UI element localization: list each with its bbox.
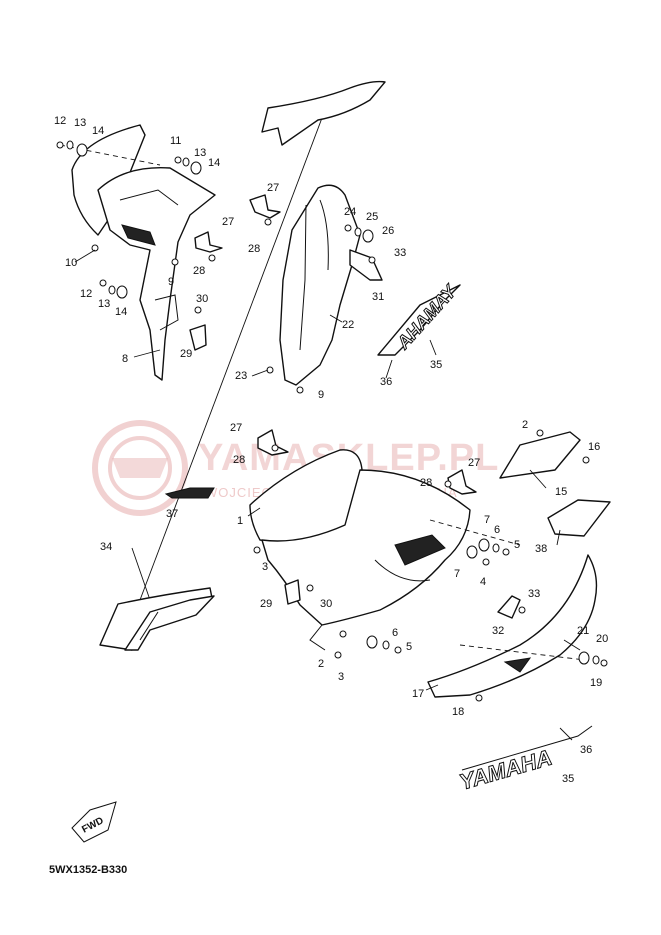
callout-30: 30 bbox=[196, 293, 208, 305]
inner-cowl-22 bbox=[279, 184, 361, 386]
lower-fairing-17 bbox=[427, 554, 598, 698]
callout-6: 6 bbox=[392, 627, 398, 639]
callout-3: 3 bbox=[338, 671, 344, 683]
callout-34: 34 bbox=[100, 541, 112, 553]
callout-26: 26 bbox=[382, 225, 394, 237]
callout-37: 37 bbox=[166, 508, 178, 520]
callout-11: 11 bbox=[170, 135, 181, 147]
callout-15: 15 bbox=[555, 486, 567, 498]
inner-panel-8 bbox=[59, 124, 216, 381]
bracket-29-b bbox=[284, 579, 301, 605]
callout-30: 30 bbox=[320, 598, 332, 610]
decal-37 bbox=[164, 487, 215, 499]
callout-7: 7 bbox=[454, 568, 460, 580]
main-fairing-1 bbox=[249, 449, 521, 651]
fwd-arrow-icon: FWD bbox=[71, 801, 117, 843]
callout-13: 13 bbox=[98, 298, 110, 310]
callout-31: 31 bbox=[372, 291, 384, 303]
sheet-38 bbox=[547, 499, 611, 537]
callout-22: 22 bbox=[342, 319, 354, 331]
bracket-27-b bbox=[194, 231, 223, 253]
callout-29: 29 bbox=[260, 598, 272, 610]
bracket-31 bbox=[349, 249, 383, 281]
side-panel-34-lower bbox=[99, 587, 215, 651]
decal-mirrored-text: AHAMAY bbox=[392, 280, 461, 353]
callout-14: 14 bbox=[92, 125, 104, 137]
callout-12: 12 bbox=[80, 288, 92, 300]
callout-14: 14 bbox=[115, 306, 127, 318]
callout-16: 16 bbox=[588, 441, 600, 453]
callout-5: 5 bbox=[514, 539, 520, 551]
callout-10: 10 bbox=[65, 257, 77, 269]
decal-yamaha-text: YAMAHA bbox=[456, 745, 554, 795]
callout-33: 33 bbox=[528, 588, 540, 600]
callout-32: 32 bbox=[492, 625, 504, 637]
callout-7: 7 bbox=[484, 514, 490, 526]
callout-27: 27 bbox=[230, 422, 242, 434]
callout-28: 28 bbox=[248, 243, 260, 255]
callout-24: 24 bbox=[344, 206, 356, 218]
callout-2: 2 bbox=[522, 419, 528, 431]
callout-27: 27 bbox=[222, 216, 234, 228]
callout-38: 38 bbox=[535, 543, 547, 555]
leader-lines bbox=[74, 249, 581, 741]
bracket-27-a bbox=[249, 194, 281, 219]
callout-6: 6 bbox=[494, 524, 500, 536]
hardware bbox=[56, 140, 608, 702]
callout-35: 35 bbox=[562, 773, 574, 785]
callout-2: 2 bbox=[318, 658, 324, 670]
bracket-27-c bbox=[257, 429, 289, 456]
callout-5: 5 bbox=[406, 641, 412, 653]
callout-21: 21 bbox=[577, 625, 589, 637]
callout-29: 29 bbox=[180, 348, 192, 360]
callout-35: 35 bbox=[430, 359, 442, 371]
callout-18: 18 bbox=[452, 706, 464, 718]
callout-28: 28 bbox=[233, 454, 245, 466]
decal-35-upper: AHAMAY bbox=[377, 280, 462, 356]
callout-13: 13 bbox=[194, 147, 206, 159]
callout-3: 3 bbox=[262, 561, 268, 573]
callout-36: 36 bbox=[580, 744, 592, 756]
callout-27: 27 bbox=[267, 182, 279, 194]
callout-17: 17 bbox=[412, 688, 424, 700]
bracket-29-a bbox=[189, 324, 207, 351]
callout-9: 9 bbox=[168, 276, 174, 288]
callout-33: 33 bbox=[394, 247, 406, 259]
callout-14: 14 bbox=[208, 157, 220, 169]
callout-19: 19 bbox=[590, 677, 602, 689]
callout-1: 1 bbox=[237, 515, 243, 527]
panel-15 bbox=[499, 431, 581, 479]
callout-28: 28 bbox=[193, 265, 205, 277]
leader-34-upper bbox=[139, 109, 326, 601]
callout-27: 27 bbox=[468, 457, 480, 469]
callout-25: 25 bbox=[366, 211, 378, 223]
bracket-32 bbox=[497, 595, 521, 619]
callout-13: 13 bbox=[74, 117, 86, 129]
callout-8: 8 bbox=[122, 353, 128, 365]
side-panel-34-upper bbox=[261, 80, 386, 146]
callout-12: 12 bbox=[54, 115, 66, 127]
callouts: 1 2 2 3 3 4 5 5 6 6 7 7 8 9 9 10 11 12 1… bbox=[54, 115, 608, 785]
leader-34-lower bbox=[131, 547, 151, 601]
callout-23: 23 bbox=[235, 370, 247, 382]
bracket-27-d bbox=[447, 469, 477, 495]
callout-36: 36 bbox=[380, 376, 392, 388]
diagram-code: 5WX1352-B330 bbox=[49, 864, 127, 876]
callout-20: 20 bbox=[596, 633, 608, 645]
callout-28: 28 bbox=[420, 477, 432, 489]
callout-9: 9 bbox=[318, 389, 324, 401]
callout-4: 4 bbox=[480, 576, 486, 588]
